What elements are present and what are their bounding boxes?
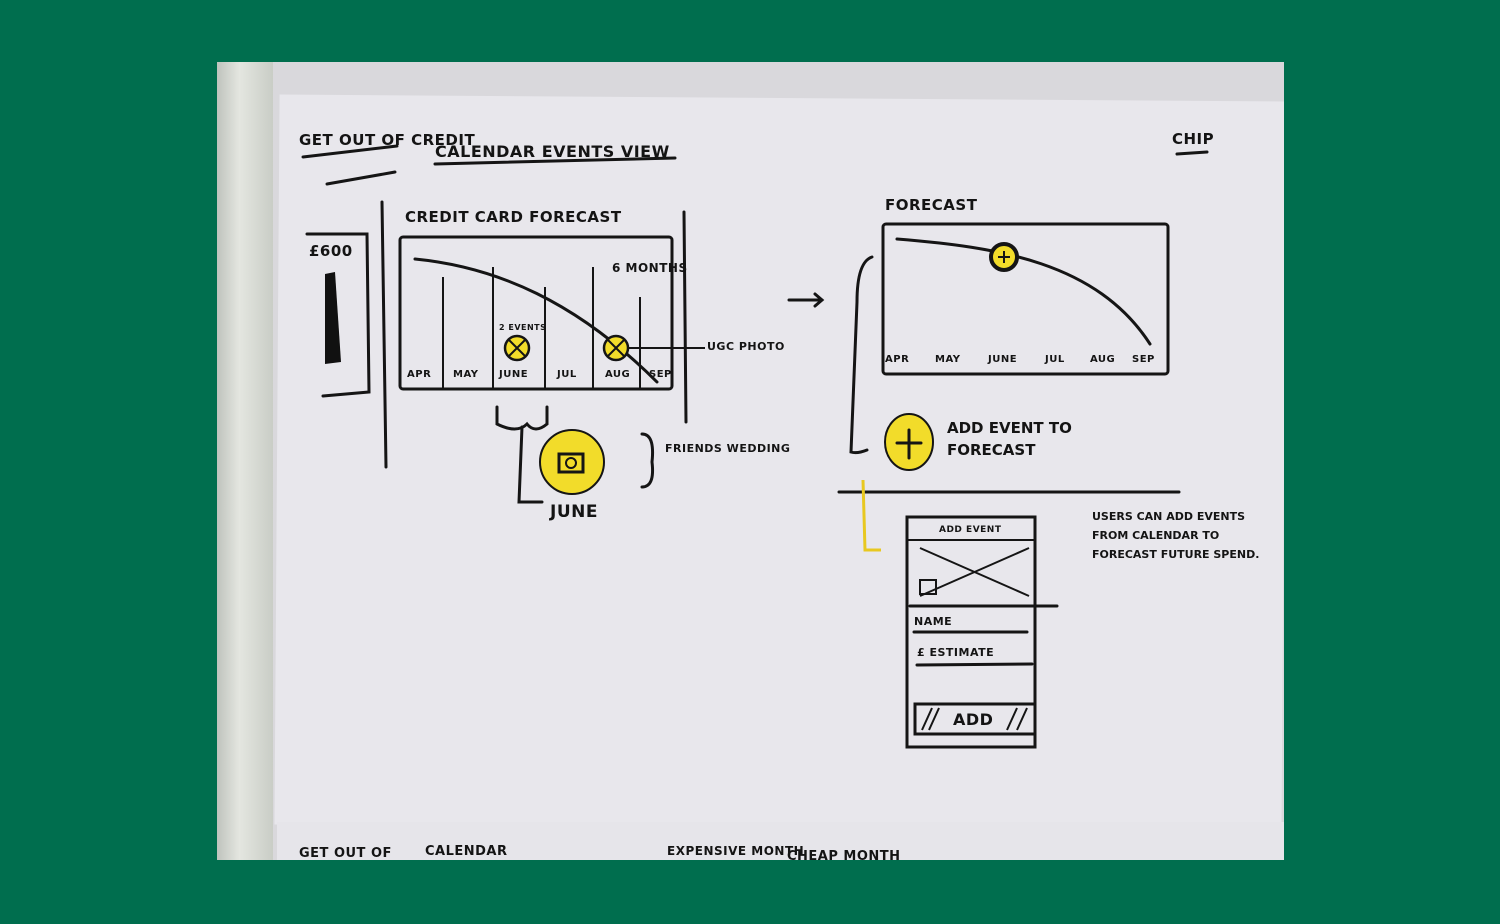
estimate-field-label[interactable]: £ ESTIMATE [917, 646, 994, 659]
add-event-form [905, 515, 1037, 749]
month-label[interactable]: APR [885, 354, 909, 365]
ugc-photo-callout: UGC PHOTO [707, 340, 785, 353]
month-label[interactable]: JUL [1044, 354, 1065, 365]
month-label[interactable]: JUNE [498, 369, 528, 380]
app-name-line1: GET OUT OF CREDIT [299, 131, 475, 149]
feature-note: USERS CAN ADD EVENTS FROM CALENDAR TO FO… [1092, 510, 1260, 561]
balance-label: £600 [309, 242, 353, 260]
sheet-title: CALENDAR EVENTS VIEW [435, 142, 670, 161]
credit-forecast-title: CREDIT CARD FORECAST [405, 208, 622, 226]
friends-wedding-note: FRIENDS WEDDING [665, 442, 790, 455]
camera-icon [557, 452, 585, 474]
form-title: ADD EVENT [939, 525, 1002, 535]
plus-icon [895, 428, 923, 460]
image-placeholder [919, 547, 1030, 597]
month-label[interactable]: APR [407, 369, 431, 380]
range-label: 6 MONTHS [612, 261, 688, 275]
june-events-badge: 2 EVENTS [499, 323, 546, 332]
month-label[interactable]: SEP [1132, 354, 1155, 365]
month-label[interactable]: JUL [556, 369, 577, 380]
window-frame [217, 62, 273, 860]
june-event-photo[interactable] [539, 429, 605, 495]
forecast-chart-box [398, 235, 674, 391]
add-event-label: ADD EVENT TO FORECAST [947, 419, 1072, 459]
expanded-month-label: JUNE [549, 502, 598, 522]
forecast-title: FORECAST [885, 196, 978, 214]
next-sheet-item: CHEAP MONTH [787, 849, 901, 860]
next-sheet-item: GET OUT OF [299, 846, 392, 860]
camera-icon [919, 579, 937, 595]
forecast-chart [881, 222, 1170, 376]
next-paper-sheet [277, 822, 1284, 860]
month-label[interactable]: SEP [649, 369, 672, 380]
author-name: CHIP [1172, 130, 1214, 148]
next-sheet-item: EXPENSIVE MONTH [667, 844, 804, 858]
add-button-label: ADD [953, 710, 993, 729]
month-label[interactable]: JUNE [987, 354, 1017, 365]
month-label[interactable]: AUG [605, 369, 630, 380]
arrow-icon [787, 292, 825, 308]
sketch-photo: GET OUT OF CREDIT CALENDAR EVENTS VIEW C… [217, 62, 1284, 860]
next-sheet-item: CALENDAR [425, 844, 508, 859]
month-label[interactable]: MAY [453, 369, 479, 380]
balance-bar [325, 272, 341, 364]
month-label[interactable]: MAY [935, 354, 961, 365]
month-label[interactable]: AUG [1090, 354, 1115, 365]
add-button[interactable] [913, 702, 1037, 736]
name-field-label[interactable]: NAME [914, 615, 952, 628]
